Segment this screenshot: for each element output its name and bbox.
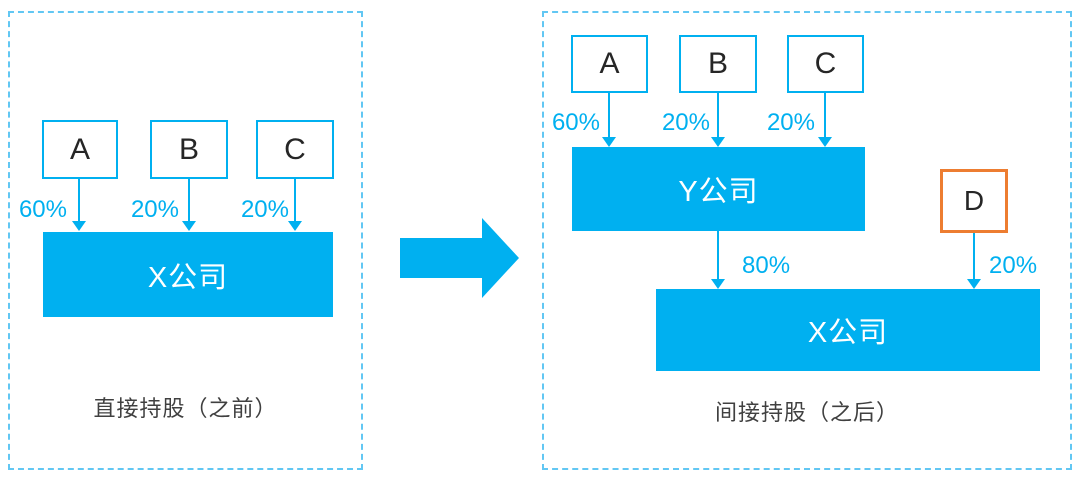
percent-label-holding: 80% xyxy=(742,252,791,279)
shareholder-label-b: B xyxy=(178,132,199,166)
down-arrow-line-c-after-icon xyxy=(824,93,826,137)
transform-arrow-head xyxy=(482,218,519,298)
down-arrow-line-a-icon xyxy=(78,179,80,221)
down-arrow-head-a-after-icon xyxy=(602,137,616,147)
company-y-label: Y公司 xyxy=(678,176,759,208)
down-arrow-line-d-icon xyxy=(973,233,975,279)
down-arrow-line-y-icon xyxy=(717,231,719,279)
transform-arrow-shaft xyxy=(400,238,484,278)
down-arrow-line-b-icon xyxy=(188,179,190,221)
shareholder-box-b-after: B xyxy=(679,35,757,93)
percent-label-b: 20% xyxy=(130,196,179,223)
company-x-box: X公司 xyxy=(43,232,333,317)
down-arrow-head-c-icon xyxy=(288,221,302,231)
before-panel: A B C 60% 20% 20% X公司 直接持股（之前） xyxy=(8,11,363,470)
percent-label-d: 20% xyxy=(989,252,1038,279)
after-caption: 间接持股（之后） xyxy=(714,400,899,425)
down-arrow-head-y-icon xyxy=(711,279,725,289)
shareholder-label-c-after: C xyxy=(814,47,837,80)
company-x-box-after: X公司 xyxy=(656,289,1040,371)
shareholder-label-c: C xyxy=(284,132,306,166)
percent-label-a-after: 60% xyxy=(551,109,600,136)
shareholder-box-c: C xyxy=(256,120,334,179)
down-arrow-line-b-after-icon xyxy=(717,93,719,137)
before-caption: 直接持股（之前） xyxy=(93,396,278,421)
shareholder-label-b-after: B xyxy=(707,47,728,80)
down-arrow-head-d-icon xyxy=(967,279,981,289)
down-arrow-head-a-icon xyxy=(72,221,86,231)
percent-label-b-after: 20% xyxy=(661,109,710,136)
company-x-label-after: X公司 xyxy=(807,317,889,349)
down-arrow-head-c-after-icon xyxy=(818,137,832,147)
shareholder-label-a: A xyxy=(69,132,90,166)
percent-label-c-after: 20% xyxy=(766,109,815,136)
company-y-box: Y公司 xyxy=(572,147,865,231)
shareholder-box-a-after: A xyxy=(571,35,648,93)
after-panel: A B C 60% 20% 20% Y公司 D 80% 20% X公司 xyxy=(542,11,1072,470)
percent-label-a: 60% xyxy=(18,196,67,223)
shareholder-box-a: A xyxy=(42,120,118,179)
down-arrow-head-b-after-icon xyxy=(711,137,725,147)
percent-label-c: 20% xyxy=(240,196,289,223)
down-arrow-head-b-icon xyxy=(182,221,196,231)
shareholder-box-d: D xyxy=(940,169,1008,233)
shareholder-label-d: D xyxy=(963,185,985,216)
shareholder-label-a-after: A xyxy=(599,47,620,80)
shareholder-box-c-after: C xyxy=(787,35,864,93)
down-arrow-line-a-after-icon xyxy=(608,93,610,137)
down-arrow-line-c-icon xyxy=(294,179,296,221)
shareholder-box-b: B xyxy=(150,120,228,179)
company-x-label: X公司 xyxy=(147,261,229,294)
